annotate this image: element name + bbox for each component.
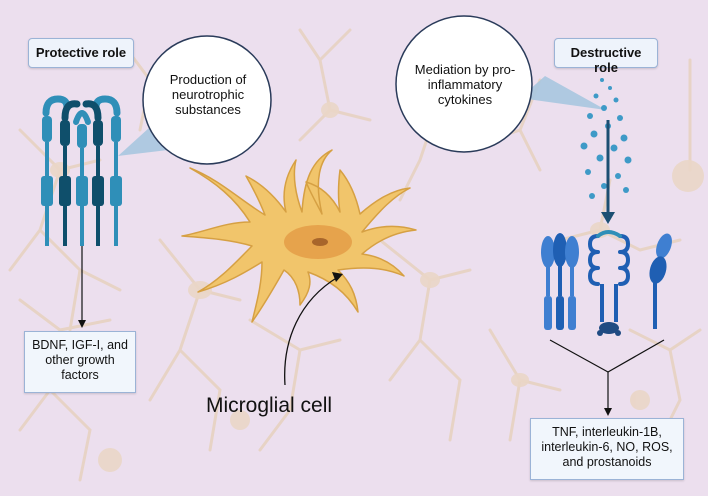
destructive-output-box: TNF, interleukin-1B, interleukin-6, NO, … xyxy=(530,418,684,480)
destructive-arrow-down xyxy=(601,120,615,224)
protective-arrow xyxy=(78,246,86,328)
right-bubble xyxy=(395,15,533,153)
cytokine-dots xyxy=(580,78,632,199)
protective-output-box: BDNF, IGF-I, and other growth factors xyxy=(24,331,136,393)
protective-receptors xyxy=(41,95,122,246)
microglial-cell-label: Microglial cell xyxy=(206,394,333,417)
destructive-receptors xyxy=(541,230,672,336)
microglia-cell xyxy=(181,149,417,323)
neurotrophic-bubble-text: Production of neurotrophic substances xyxy=(169,72,247,117)
microglia-pointer-arrow xyxy=(284,272,343,386)
protective-role-label: Protective role xyxy=(28,38,134,68)
right-callout-wedge xyxy=(520,76,606,110)
destructive-role-label: Destructive role xyxy=(554,38,658,75)
destructive-arrow-head xyxy=(604,408,612,416)
cytokine-bubble-text: Mediation by pro-inflammatory cytokines xyxy=(414,62,516,107)
left-bubble xyxy=(142,35,272,165)
background-neuron-somas xyxy=(50,102,704,472)
destructive-converging-arrows xyxy=(549,339,665,410)
